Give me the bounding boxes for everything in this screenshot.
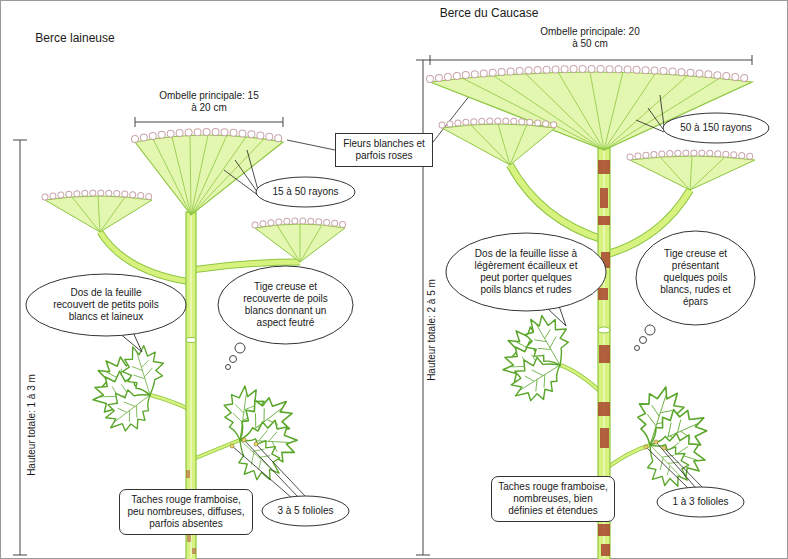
leader-line xyxy=(224,150,259,196)
callout-text: Dos de la feuille lisse à légèrement éca… xyxy=(469,248,584,296)
callout-ellipse: 1 à 3 folioles xyxy=(656,486,745,518)
umbel-rays xyxy=(72,196,125,232)
callout-text: Dos de la feuille recouvert de petits po… xyxy=(49,287,164,323)
leader-line xyxy=(646,442,702,488)
flowers xyxy=(630,153,755,157)
speech-bubble: Dos de la feuille lisse à légèrement éca… xyxy=(445,232,607,312)
callout-ellipse: 50 à 150 rayons xyxy=(662,112,770,144)
right-plant xyxy=(416,55,755,559)
leader-dot xyxy=(230,438,258,448)
flowers xyxy=(430,69,752,79)
flowers xyxy=(45,193,152,197)
ellipse-outline xyxy=(663,113,769,143)
callout-text: 1 à 3 folioles xyxy=(672,496,728,508)
dimension-label: Ombelle principale: 15 à 20 cm xyxy=(159,90,259,114)
callout-box: Fleurs blanches et parfois roses xyxy=(335,133,433,167)
ellipse-outline xyxy=(262,496,349,526)
leaf xyxy=(219,383,304,491)
speech-bubble: Dos de la feuille recouvert de petits po… xyxy=(25,273,187,337)
callout-text: Fleurs blanches et parfois roses xyxy=(342,138,426,162)
callout-text: Taches rouge framboise, nombreuses, bien… xyxy=(498,481,608,517)
thought-cloud: Tige creuse et présentant quelques poils… xyxy=(635,230,756,326)
callout-box: Taches rouge framboise, peu nombreuses, … xyxy=(119,489,253,535)
ellipse-outline xyxy=(446,233,606,311)
callout-ellipse: 3 à 5 folioles xyxy=(261,495,350,527)
height-label: Hauteur totale: 2 à 5 m xyxy=(426,279,438,381)
callout-text: 15 à 50 rayons xyxy=(272,186,338,198)
leader-line xyxy=(636,95,664,132)
thought-cloud: Tige creuse et recouverte de poils blanc… xyxy=(217,265,354,345)
thought-dots xyxy=(635,325,656,351)
umbel xyxy=(45,196,152,232)
flowers xyxy=(135,132,283,139)
flowers xyxy=(255,221,345,225)
ellipse-outline xyxy=(26,274,186,336)
flowers xyxy=(255,221,345,225)
plant-name: Berce laineuse xyxy=(35,31,114,45)
stem-node xyxy=(186,338,196,343)
leaf xyxy=(627,380,715,497)
flowers xyxy=(630,153,755,157)
flowers xyxy=(45,193,152,197)
umbel xyxy=(135,135,283,215)
ellipse-outline xyxy=(657,487,744,517)
callout-text: Tige creuse et recouverte de poils blanc… xyxy=(238,281,333,329)
flowers xyxy=(430,69,752,79)
umbel xyxy=(442,124,555,165)
leaf xyxy=(89,340,170,441)
branch xyxy=(510,165,604,240)
ellipse-outline xyxy=(636,231,755,325)
height-label: Hauteur totale: 1 à 3 m xyxy=(26,374,38,476)
callout-text: Taches rouge framboise, peu nombreuses, … xyxy=(126,494,246,530)
branch xyxy=(510,165,604,240)
umbel xyxy=(630,156,755,190)
stem-node xyxy=(598,327,610,333)
callout-text: 50 à 150 rayons xyxy=(680,122,752,134)
callout-box: Taches rouge framboise, nombreuses, bien… xyxy=(491,476,615,522)
ellipse-outline xyxy=(218,266,353,344)
dimension-label: Ombelle principale: 20 à 50 cm xyxy=(540,26,640,50)
callout-text: Tige creuse et présentant quelques poils… xyxy=(655,248,737,308)
leaf xyxy=(499,307,580,411)
ellipse-outline xyxy=(256,177,355,207)
flowers xyxy=(442,121,555,125)
callout-ellipse: 15 à 50 rayons xyxy=(255,176,356,208)
umbel-rays xyxy=(470,124,527,165)
dimension-line xyxy=(430,55,752,65)
umbel-rays xyxy=(153,135,264,215)
leader-dot xyxy=(644,440,666,450)
plant-name: Berce du Caucase xyxy=(440,6,539,20)
callout-text: 3 à 5 folioles xyxy=(277,505,333,517)
thought-dots xyxy=(226,343,246,370)
height-line xyxy=(13,140,27,555)
flowers xyxy=(135,132,283,139)
umbel-rays xyxy=(277,224,322,262)
flowers xyxy=(442,121,555,125)
umbel-rays xyxy=(661,156,724,190)
dimension-line xyxy=(135,117,283,127)
umbel xyxy=(255,224,345,262)
